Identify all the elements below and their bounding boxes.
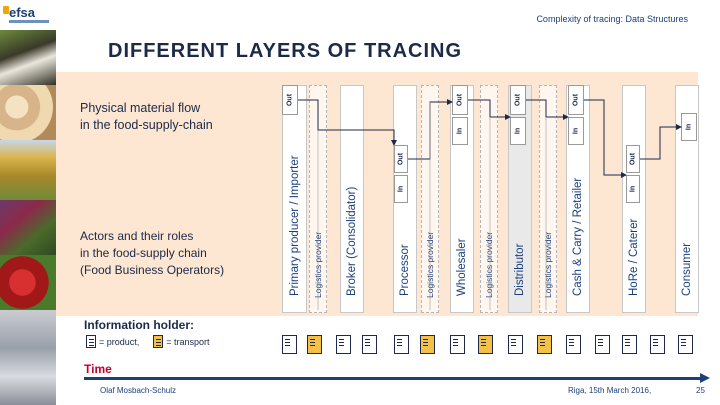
in-box-distributor: In [568, 117, 584, 145]
product-doc-icon [595, 335, 610, 354]
column-logistics-4: Logistics provider [539, 85, 557, 313]
actors-label: Actors and their roles in the food-suppl… [80, 229, 225, 277]
product-doc-icon [622, 335, 637, 354]
logo-text: efsa [9, 5, 36, 20]
page-number: 25 [696, 386, 705, 395]
transport-doc-icon [537, 335, 552, 354]
column-label: Logistics provider [484, 231, 494, 298]
info-legend: = product, = transport [86, 335, 210, 348]
strawberries-photo [0, 255, 56, 310]
column-label: Logistics provider [543, 231, 553, 298]
column-primary-producer: Primary producer / Importer [282, 85, 307, 313]
header-title: Complexity of tracing: Data Structures [536, 14, 688, 24]
column-label: Broker (Consolidator) [346, 186, 358, 296]
product-doc-icon [566, 335, 581, 354]
header-strip: Complexity of tracing: Data Structures [56, 0, 720, 30]
column-broker: Broker (Consolidator) [340, 85, 364, 313]
out-box-processor: Out [452, 85, 468, 115]
cans-photo [0, 310, 56, 405]
time-label: Time [84, 362, 112, 376]
product-doc-icon [450, 335, 465, 354]
product-doc-icon [336, 335, 351, 354]
transport-doc-icon [420, 335, 435, 354]
eggs-photo [0, 85, 56, 140]
in-box-wholesaler: In [510, 117, 526, 145]
column-label: Logistics provider [313, 231, 323, 298]
page-title: DIFFERENT LAYERS OF TRACING [108, 40, 463, 62]
doc-row [0, 331, 720, 361]
in-box-consumer: In [681, 113, 697, 141]
physical-flow-label: Physical material flow in the food-suppl… [80, 101, 213, 132]
photo-strip: efsa [0, 0, 56, 405]
product-doc-icon [508, 335, 523, 354]
time-axis [84, 377, 704, 380]
column-label: Logistics provider [425, 231, 435, 298]
column-label: Consumer [681, 242, 693, 296]
info-holder-title: Information holder: [84, 318, 194, 332]
column-logistics-2: Logistics provider [421, 85, 439, 313]
product-doc-icon [678, 335, 693, 354]
column-label: Processor [399, 244, 411, 296]
transport-doc-icon [153, 335, 164, 348]
out-box-wholesaler: Out [510, 85, 526, 115]
in-box-processor: In [452, 117, 468, 145]
time-arrow-icon [700, 373, 710, 383]
grain-field-photo [0, 140, 56, 200]
product-doc-icon [394, 335, 409, 354]
column-logistics-1: Logistics provider [309, 85, 327, 313]
transport-doc-icon [307, 335, 322, 354]
cows-photo [0, 30, 56, 85]
out-box-retailer: Out [626, 145, 640, 173]
column-logistics-3: Logistics provider [480, 85, 498, 313]
transport-doc-icon [478, 335, 493, 354]
in-box-retailer: In [626, 175, 640, 203]
column-label: HoRe / Caterer [628, 218, 640, 296]
column-label: Primary producer / Importer [288, 155, 301, 296]
in-box-broker: In [394, 175, 408, 203]
logo-star-icon [3, 6, 9, 14]
efsa-logo: efsa [0, 0, 56, 30]
product-doc-icon [282, 335, 297, 354]
column-label: Distributor [514, 243, 526, 296]
logo-underline [9, 20, 49, 23]
out-box-distributor: Out [568, 85, 584, 115]
vegetables-photo [0, 200, 56, 255]
footer-date: Riga, 15th March 2016, [568, 386, 652, 395]
product-doc-icon [362, 335, 377, 354]
column-label: Wholesaler [456, 238, 468, 296]
product-doc-icon [650, 335, 665, 354]
column-label: Cash & Carry / Retailer [572, 177, 584, 296]
out-box-producer: Out [282, 85, 298, 115]
footer-author: Olaf Mosbach-Schulz [100, 386, 177, 395]
product-doc-icon [86, 335, 96, 348]
out-box-broker: Out [394, 145, 408, 173]
